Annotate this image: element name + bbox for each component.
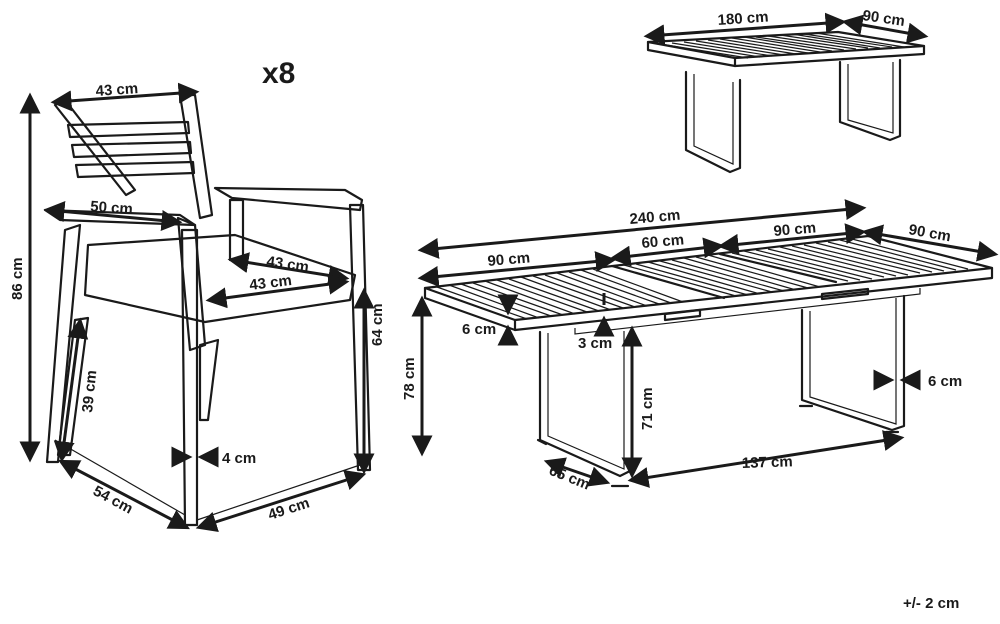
chair-drawing xyxy=(43,93,372,527)
table-open-section-right-label: 90 cm xyxy=(773,219,817,240)
table-open-leg-distance-label: 137 cm xyxy=(742,453,793,472)
table-closed-length-label: 180 cm xyxy=(717,8,769,29)
quantity-label: x8 xyxy=(262,57,295,90)
tolerance-label: +/- 2 cm xyxy=(903,595,959,612)
table-closed-dimensions xyxy=(643,12,929,46)
table-open-drawing xyxy=(423,234,994,488)
chair-armrest-depth-label: 50 cm xyxy=(90,198,134,218)
table-closed-drawing xyxy=(646,30,926,174)
chair-seat-depth-label: 43 cm xyxy=(265,253,309,276)
table-open-leg-width-label: 6 cm xyxy=(928,373,962,390)
table-open-top-thickness-label: 6 cm xyxy=(462,321,496,338)
table-open-dimensions xyxy=(411,199,999,488)
chair-seat-width-label: 43 cm xyxy=(248,272,292,294)
table-open-length-label: 240 cm xyxy=(629,207,681,228)
table-closed-width-label: 90 cm xyxy=(861,7,905,30)
table-open-height-label: 78 cm xyxy=(401,357,418,400)
table-open-section-left-label: 90 cm xyxy=(487,249,531,270)
table-open-leg-spread-label: 65 cm xyxy=(547,462,593,494)
chair-dimensions xyxy=(19,82,375,532)
chair-height-label: 86 cm xyxy=(9,257,26,300)
table-open-section-middle-label: 60 cm xyxy=(641,231,685,252)
table-open-apron-label: 3 cm xyxy=(578,335,612,352)
table-open-leg-clearance-label: 71 cm xyxy=(639,387,656,430)
chair-arm-height-label: 64 cm xyxy=(369,303,386,346)
chair-back-width-label: 43 cm xyxy=(95,80,139,100)
chair-seat-height-label: 39 cm xyxy=(79,369,100,413)
chair-leg-width-label: 4 cm xyxy=(222,450,256,467)
